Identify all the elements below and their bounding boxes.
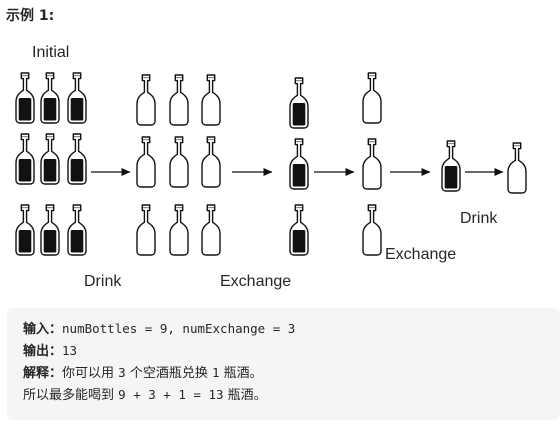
bottle-full-icon	[68, 134, 86, 184]
bottle-empty-icon	[201, 204, 221, 256]
label-drink: Drink	[84, 273, 122, 290]
bottle-empty-icon	[169, 204, 189, 256]
bottle-full-icon	[41, 134, 59, 184]
explanation-line: 解释：你可以用 3 个空酒瓶兑换 1 瓶酒。	[23, 362, 560, 384]
explanation-text: 个空酒瓶兑换	[125, 366, 212, 381]
bottle-empty-icon	[507, 142, 527, 194]
bottle-full-icon	[290, 78, 308, 128]
bottle-full-icon	[68, 73, 86, 123]
bottle-empty-icon	[169, 74, 189, 126]
bottle-exchange-diagram: Initial Drink Exchange Exchange Drink	[0, 44, 527, 290]
output-value: 13	[62, 343, 78, 358]
label-drink-2: Drink	[460, 210, 498, 227]
bottle-full-icon	[16, 134, 34, 184]
example-box: 输入：numBottles = 9, numExchange = 3 输出：13…	[7, 308, 560, 420]
total-text: 所以最多能喝到	[23, 388, 119, 403]
explanation-text: 你可以用	[62, 366, 119, 381]
bottle-empty-icon	[362, 204, 382, 256]
label-exchange-2: Exchange	[385, 246, 456, 263]
bottle-empty-icon	[201, 136, 221, 188]
explanation-text: 瓶酒。	[219, 366, 263, 381]
bottle-full-icon	[16, 73, 34, 123]
total-line: 所以最多能喝到 9 + 3 + 1 = 13 瓶酒。	[23, 384, 560, 406]
bottle-full-icon	[442, 141, 460, 191]
explanation-number: 1	[211, 365, 220, 380]
label-initial: Initial	[32, 44, 69, 61]
group-after-drink-2	[362, 72, 382, 256]
input-line: 输入：numBottles = 9, numExchange = 3	[23, 318, 560, 340]
bottle-full-icon	[41, 73, 59, 123]
bottle-full-icon	[290, 205, 308, 255]
total-text: 瓶酒。	[223, 388, 267, 403]
explanation-label: 解释：	[23, 366, 63, 381]
bottle-full-icon	[290, 139, 308, 189]
group-initial	[16, 73, 86, 255]
bottle-full-icon	[16, 205, 34, 255]
bottle-empty-icon	[136, 204, 156, 256]
group-after-exchange-2	[442, 141, 460, 191]
group-after-drink	[136, 74, 221, 256]
output-line: 输出：13	[23, 340, 560, 362]
group-final	[507, 142, 527, 194]
bottle-full-icon	[41, 205, 59, 255]
bottle-full-icon	[68, 205, 86, 255]
input-label: 输入：	[23, 322, 63, 337]
bottle-empty-icon	[362, 138, 382, 190]
output-label: 输出：	[23, 344, 63, 359]
label-exchange: Exchange	[220, 273, 291, 290]
input-value: numBottles = 9, numExchange = 3	[62, 321, 296, 336]
group-after-exchange-1	[290, 78, 308, 255]
total-expression: 9 + 3 + 1 = 13	[118, 387, 224, 402]
bottle-empty-icon	[362, 72, 382, 124]
example-heading: 示例 1:	[6, 8, 55, 24]
bottle-empty-icon	[201, 74, 221, 126]
bottle-empty-icon	[136, 74, 156, 126]
bottle-empty-icon	[169, 136, 189, 188]
bottle-empty-icon	[136, 136, 156, 188]
explanation-number: 3	[118, 365, 126, 380]
